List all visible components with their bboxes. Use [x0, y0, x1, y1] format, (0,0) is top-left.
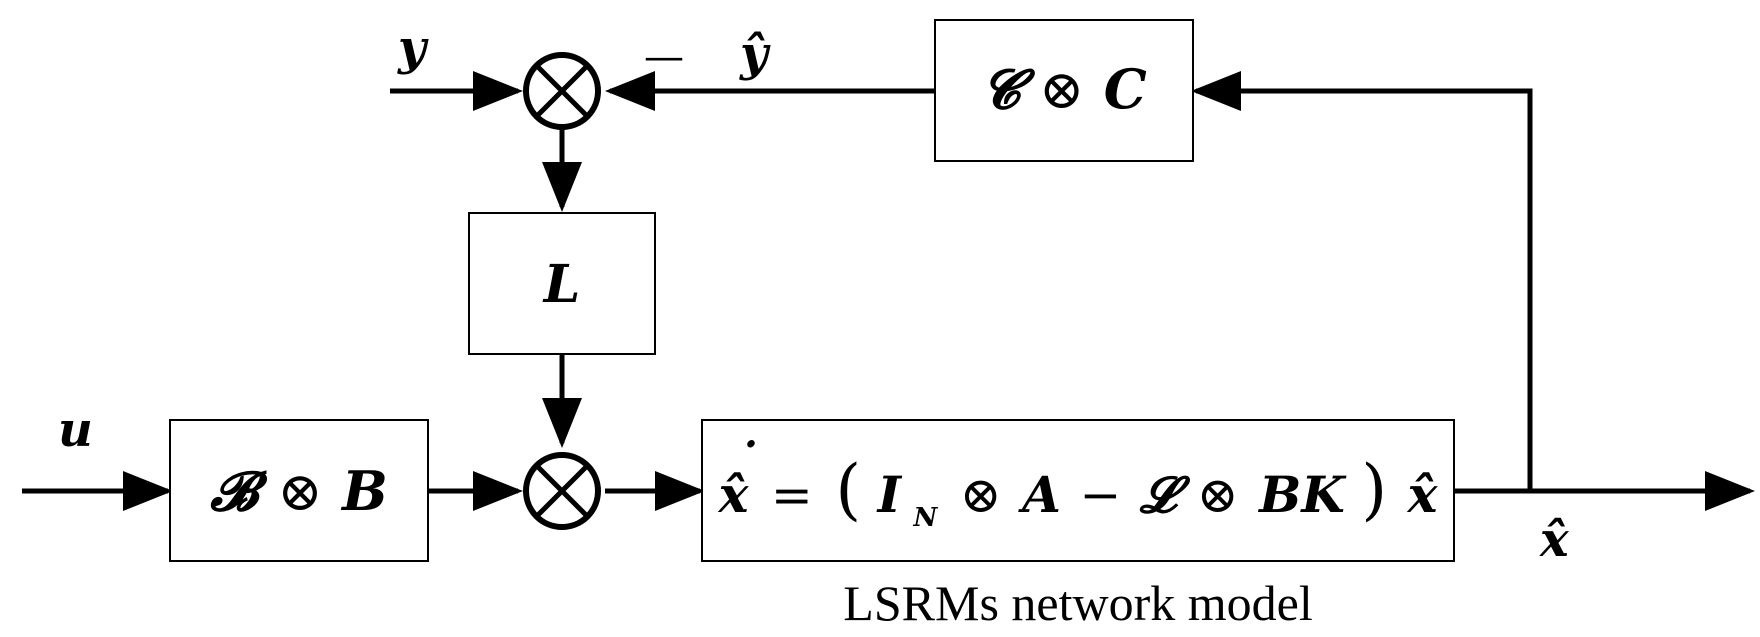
output-matrix-block: 𝓒 ⊗ C — [934, 19, 1194, 162]
svg-text:𝓑 ⊗ B: 𝓑 ⊗ B — [209, 459, 388, 523]
script-b-symbol: 𝓑 — [209, 459, 268, 523]
signal-u-label: u — [58, 402, 93, 458]
signal-y-label: y — [397, 20, 429, 76]
wire-feedback-riser — [1191, 71, 1533, 491]
script-c-symbol: 𝓒 — [981, 57, 1036, 121]
signal-xhat-label: x̂ — [1539, 512, 1570, 568]
network-model-block: x̂ = ( I N ⊗ A − 𝓛 ⊗ BK ) x̂ · — [701, 419, 1455, 562]
xhat-dot: x̂ — [718, 465, 750, 524]
svg-text:𝓒 ⊗ C: 𝓒 ⊗ C — [981, 57, 1146, 121]
gain-block: L — [468, 212, 656, 355]
top-summing-junction — [523, 52, 601, 130]
b-matrix-symbol: B — [340, 459, 388, 523]
input-matrix-block: 𝓑 ⊗ B — [169, 419, 429, 562]
c-matrix-symbol: C — [1104, 57, 1147, 121]
signal-yhat-label: ŷ — [739, 26, 771, 82]
model-equation: x̂ = ( I N ⊗ A − 𝓛 ⊗ BK ) x̂ — [718, 451, 1439, 537]
model-caption: LSRMs network model — [843, 575, 1312, 631]
kronecker-operator: ⊗ — [277, 460, 322, 523]
minus-sign: — — [644, 34, 684, 80]
kronecker-operator: ⊗ — [1039, 58, 1084, 121]
time-derivative-dot: · — [744, 421, 758, 468]
gain-label: L — [542, 254, 581, 315]
bottom-summing-junction — [523, 452, 601, 530]
